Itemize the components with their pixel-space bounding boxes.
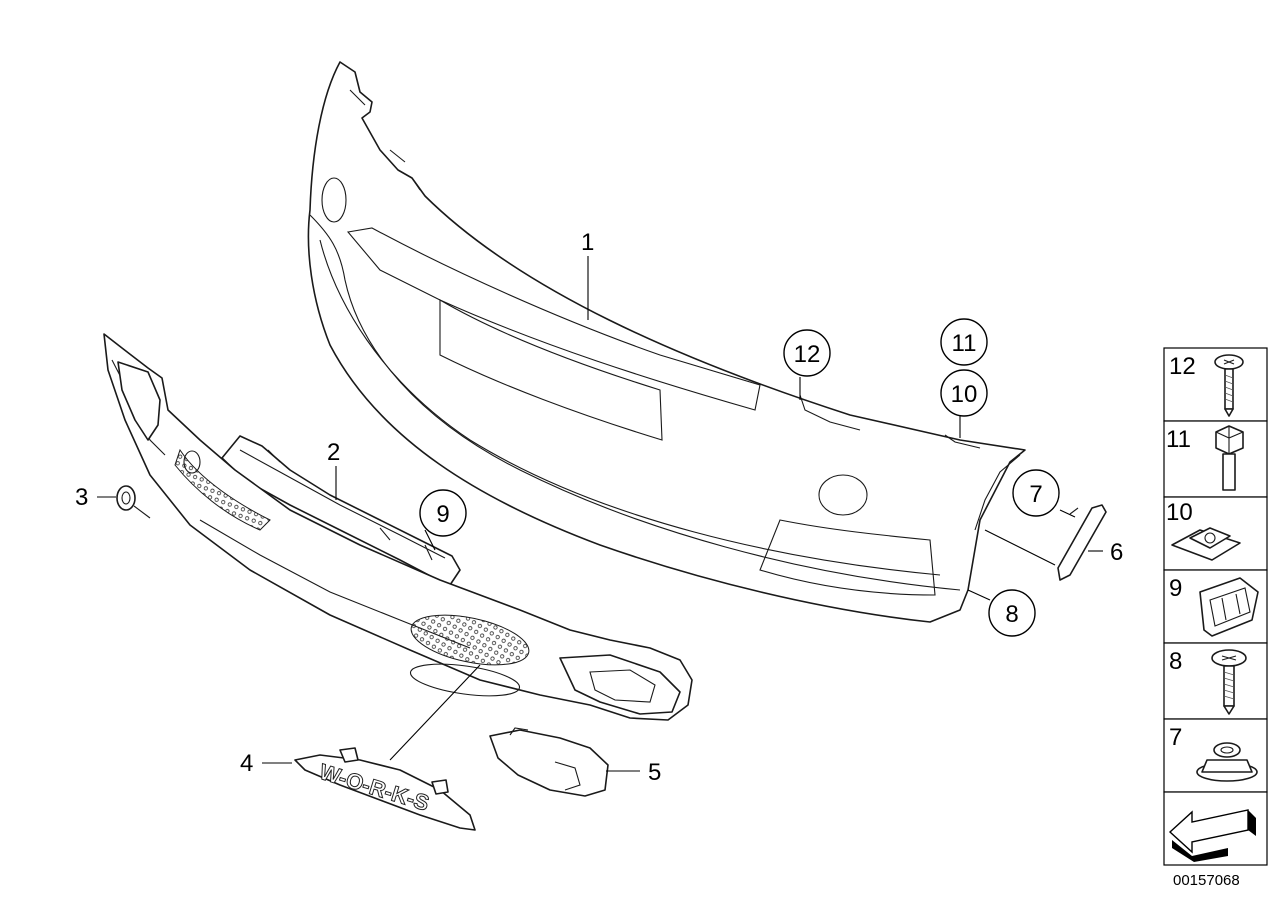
spring-nut-icon (1171, 527, 1241, 561)
legend-cell-arrow (1163, 791, 1268, 866)
works-badge-part-4: W-O-R-K-S (294, 747, 476, 831)
washer-screw-icon (1211, 649, 1247, 715)
svg-text:7: 7 (1029, 481, 1042, 508)
callout-circle-10: 10 (940, 369, 988, 417)
svg-text:8: 8 (1005, 601, 1018, 628)
screw-icon (1214, 354, 1244, 417)
svg-text:12: 12 (1169, 353, 1196, 380)
callout-label-1: 1 (581, 229, 594, 256)
svg-text:10: 10 (1166, 499, 1193, 526)
svg-text:11: 11 (1166, 426, 1191, 453)
legend-cell-12: 12 (1163, 347, 1268, 422)
svg-text:9: 9 (1169, 575, 1182, 602)
fastener-legend: 12 11 10 (1163, 347, 1268, 866)
leader-lines (97, 256, 1103, 772)
svg-text:7: 7 (1169, 724, 1182, 751)
callout-circle-12: 12 (783, 329, 831, 377)
catalog-number: 00157068 (1173, 872, 1240, 889)
callout-circle-11: 11 (940, 318, 988, 366)
callout-label-6: 6 (1110, 539, 1123, 566)
legend-cell-11: 11 (1163, 420, 1268, 498)
side-strip-part-8 (974, 454, 1021, 531)
lower-grille-spoiler (103, 333, 693, 721)
svg-text:9: 9 (436, 501, 449, 528)
cap-part-3 (116, 485, 151, 519)
legend-cell-10: 10 (1163, 496, 1268, 571)
fog-lamp-cover-part-5 (489, 727, 609, 797)
legend-cell-7: 7 (1163, 718, 1268, 793)
callout-label-3: 3 (75, 484, 88, 511)
callout-circle-7: 7 (1012, 469, 1060, 517)
direction-arrow-icon (1168, 809, 1256, 862)
clip-icon (1199, 577, 1259, 637)
legend-cell-8: 8 (1163, 642, 1268, 720)
hex-bolt-icon (1215, 425, 1244, 491)
svg-text:12: 12 (794, 341, 821, 368)
callout-circle-8: 8 (988, 589, 1036, 637)
grommet-nut-icon (1196, 742, 1258, 782)
callout-circle-9: 9 (419, 489, 467, 537)
svg-text:11: 11 (952, 330, 977, 357)
svg-text:8: 8 (1169, 648, 1182, 675)
callout-label-4: 4 (240, 750, 253, 777)
callout-label-5: 5 (648, 759, 661, 786)
svg-text:10: 10 (951, 381, 978, 408)
side-trim-part-6 (1057, 504, 1107, 581)
bumper-cover-part-1 (307, 61, 1026, 623)
grille-bracket-part-2 (221, 435, 461, 586)
callout-label-2: 2 (327, 439, 340, 466)
legend-cell-9: 9 (1163, 569, 1268, 644)
